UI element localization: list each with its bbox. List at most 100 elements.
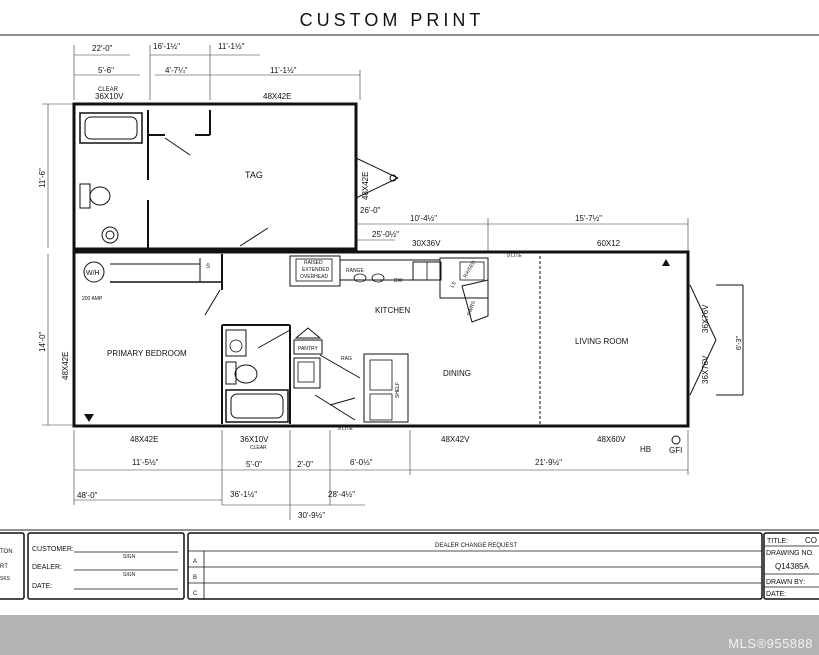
mls-watermark: MLS®955888: [728, 636, 813, 651]
tb-left-partial-3: SKS: [0, 576, 11, 582]
window-side-48x42e: 48X42E: [361, 172, 370, 200]
dim-11-6: 11'-6": [38, 168, 47, 188]
tb-title-label: TITLE:: [767, 538, 788, 545]
island-counter: [461, 279, 489, 323]
window-bath-bottom-clear: CLEAR: [250, 445, 267, 451]
tb-sign-1: SIGN: [123, 554, 136, 560]
label-raised: RAISED: [463, 260, 478, 279]
pantry-box: [293, 339, 323, 355]
tb-date-right: DATE:: [766, 591, 786, 598]
top-dimension-lines: [73, 45, 361, 100]
dim-28-4-half: 28'-4½": [328, 490, 355, 499]
room-kitchen: KITCHEN: [375, 306, 410, 315]
room-primary-bedroom: PRIMARY BEDROOM: [107, 349, 187, 358]
mid-dimension-lines: [356, 218, 689, 252]
title-block-right: [763, 532, 819, 600]
left-dimension-lines: [42, 103, 74, 426]
label-dwrs: DWRS: [466, 300, 477, 317]
dim-36-1-half: 36'-1½": [230, 490, 257, 499]
sink-top: [101, 226, 119, 244]
dim-22-0: 22'-0": [92, 44, 113, 53]
sink-kitchen-a: [353, 273, 367, 283]
tb-row-b: B: [193, 575, 197, 581]
label-hb: HB: [640, 445, 651, 454]
label-raised-overhead-1: RAISED: [304, 260, 323, 266]
window-living-60x12: 60X12: [597, 239, 621, 248]
tb-drawing-no: Q14385A: [775, 562, 809, 571]
window-kitchen-30x36v: 30X36V: [412, 239, 441, 248]
water-heater-icon: [83, 261, 105, 283]
clear-top-label: CLEAR: [98, 87, 119, 93]
page-title: CUSTOM PRINT: [300, 10, 485, 30]
footer-band: MLS®955888: [0, 615, 819, 655]
tb-drawn-by: DRAWN BY:: [766, 579, 805, 586]
tb-date: DATE:: [32, 583, 52, 590]
label-200-amp: 200 AMP: [82, 296, 103, 302]
label-pantry: PANTRY: [298, 346, 318, 352]
tb-row-c: C: [193, 591, 198, 597]
toilet-tank-lower: [225, 361, 237, 385]
room-living-room: LIVING ROOM: [575, 337, 629, 346]
dim-4-7-quarter: 4'-7¼": [165, 66, 188, 75]
bathtub-lower-inner: [230, 393, 284, 419]
tb-row-a: A: [193, 559, 197, 565]
dim-2-0: 2'-0": [297, 460, 313, 469]
title-block-left: [0, 532, 25, 600]
main-unit-walls: [72, 250, 690, 428]
tag-unit-walls: [72, 102, 358, 251]
dim-6-0-half: 6'-0½": [350, 458, 373, 467]
room-tag: TAG: [245, 170, 263, 180]
tb-sign-2: SIGN: [123, 572, 136, 578]
dim-6-3: 6'-3": [736, 336, 743, 350]
sink-lower-box: [225, 329, 247, 357]
window-clear-top: 36X10V: [95, 92, 124, 101]
label-gfi: GFI: [669, 446, 682, 455]
label-range: RANGE: [346, 268, 364, 274]
toilet-bowl-top: [89, 186, 111, 206]
label-raised-overhead-3: OVERHEAD: [300, 274, 328, 280]
dim-5-0: 5'-0": [246, 460, 262, 469]
dim-25-0-half: 25'-0½": [372, 230, 399, 239]
dining-shelf: [363, 353, 409, 423]
tb-title-partial: CO: [805, 536, 817, 545]
pantry-roof: [294, 327, 322, 339]
window-bed-bottom-48x42e: 48X42E: [130, 435, 158, 444]
bottom-dimension-lines: [73, 430, 689, 520]
window-bath-bottom: 36X10V: [240, 435, 269, 444]
gfi-outlet-icon: [671, 435, 681, 445]
hitch-right-icon: [689, 284, 744, 396]
dim-10-4-half: 10'-4½": [410, 214, 437, 223]
bathtub-lower: [225, 389, 289, 423]
fridge-inner: [297, 361, 315, 383]
label-s: S: [206, 264, 210, 270]
dim-16-1-half: 16'-1½": [153, 42, 180, 51]
tb-customer: CUSTOMER:: [32, 546, 74, 553]
dim-5-6: 5'-6": [98, 66, 114, 75]
window-right-36x76v-b: 36X76V: [701, 355, 710, 384]
floor-plan-sheet: CUSTOM PRINT 22'-0" 16'-1½" 11'-1½" 5'-6…: [0, 10, 819, 600]
dim-21-9-half: 21'-9½": [535, 458, 562, 467]
dim-15-7-half: 15'-7½": [575, 214, 602, 223]
dim-30-9-half: 30'-9½": [298, 511, 325, 520]
sink-lower: [229, 339, 243, 353]
sink-top-inner: [105, 230, 115, 240]
dim-14-0: 14'-0": [38, 331, 47, 352]
hitch-top-icon: [355, 157, 399, 199]
window-top-48x42e: 48X42E: [263, 92, 291, 101]
bedroom-marker: [84, 414, 94, 422]
toilet-tank-top: [79, 183, 91, 209]
label-9-lite-top: 9 LITE: [507, 253, 522, 259]
label-ls: LS: [450, 280, 459, 289]
dining-shelf-lower: [369, 393, 393, 421]
tb-dealer-change-request: DEALER CHANGE REQUEST: [435, 543, 517, 549]
tb-left-partial-1: TON: [0, 549, 13, 555]
fridge-box: [293, 357, 321, 389]
label-raised-overhead-2: EXTENDED: [302, 267, 330, 273]
dim-11-1-half-mid: 11'-1½": [270, 66, 297, 75]
label-wh: W/H: [86, 270, 100, 277]
room-dining: DINING: [443, 369, 471, 378]
tb-drawing-no-label: DRAWING NO.: [766, 550, 814, 557]
label-rag: RAG: [341, 356, 352, 362]
window-bed-left-48x42e: 48X42E: [61, 352, 70, 380]
dim-11-5-half: 11'-5½": [132, 458, 159, 467]
